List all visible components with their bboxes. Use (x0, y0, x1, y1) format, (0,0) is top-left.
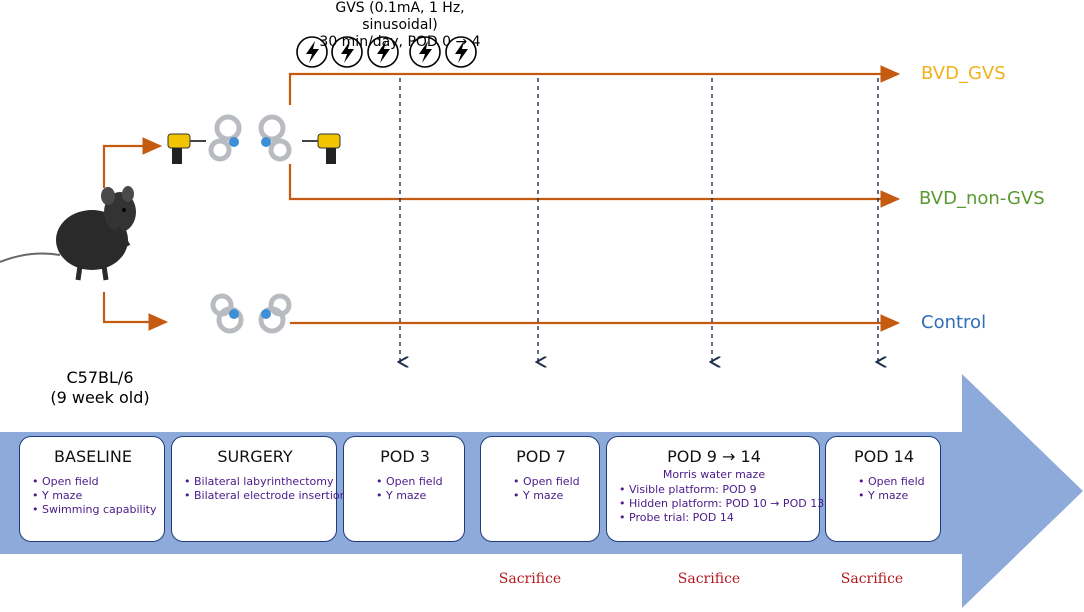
inner-ear-icon (208, 114, 292, 334)
stage-item: Probe trial: POD 14 (619, 511, 811, 525)
sacrifice-label-pod7: Sacrifice (498, 571, 562, 587)
dashed-timepoint-lines (400, 78, 878, 362)
stage-card-pod3: POD 3 Open field Y maze (343, 436, 465, 542)
stage-item: Y maze (513, 489, 591, 503)
gvs-line-1: GVS (0.1mA, 1 Hz, sinusoidal) (335, 0, 465, 33)
stage-item: Y maze (376, 489, 456, 503)
gvs-line-2: 30 min/day, POD 0 → 4 (319, 34, 481, 50)
lightning-bolt-icons (296, 36, 477, 68)
mouse-icon (0, 186, 136, 281)
stage-item: Open field (32, 475, 156, 489)
inner-ear-highlight (229, 137, 271, 319)
stage-title: POD 3 (380, 447, 430, 466)
stage-item: Bilateral electrode insertion (184, 489, 347, 503)
stage-item: Open field (376, 475, 456, 489)
stage-item: Visible platform: POD 9 (619, 483, 811, 497)
stage-card-baseline: BASELINE Open field Y maze Swimming capa… (19, 436, 165, 542)
group-arrows (102, 65, 901, 332)
drill-icon (167, 133, 206, 164)
group-label-control: Control (921, 312, 987, 333)
stage-item: Open field (513, 475, 591, 489)
stage-title: SURGERY (217, 447, 293, 466)
group-label-bvd-gvs: BVD_GVS (921, 63, 1006, 84)
stage-item: Swimming capability (32, 503, 156, 517)
stage-title: POD 14 (853, 447, 914, 466)
stage-title: POD 7 (516, 447, 566, 466)
sacrifice-label-pod9-14: Sacrifice (677, 571, 741, 587)
stage-item: Y maze (32, 489, 156, 503)
stage-item: Hidden platform: POD 10 → POD 13 (619, 497, 824, 511)
stage-card-pod9-14: POD 9 → 14 Morris water maze Visible pla… (606, 436, 824, 542)
subject-info: C57BL/6 (9 week old) (40, 368, 160, 408)
strain-label: C57BL/6 (66, 368, 134, 387)
age-label: (9 week old) (50, 388, 150, 407)
stage-item: Bilateral labyrinthectomy (184, 475, 334, 489)
group-label-bvd-non-gvs: BVD_non-GVS (919, 188, 1045, 209)
stage-subtitle: Morris water maze (662, 468, 766, 481)
stage-card-pod7: POD 7 Open field Y maze (480, 436, 600, 542)
stage-title: BASELINE (54, 447, 132, 466)
drill-icon-right (302, 133, 341, 164)
stage-title: POD 9 → 14 (667, 447, 761, 466)
stage-card-pod14: POD 14 Open field Y maze (825, 436, 941, 542)
stage-item: Open field (858, 475, 932, 489)
sacrifice-label-pod14: Sacrifice (840, 571, 904, 587)
stage-card-surgery: SURGERY Bilateral labyrinthectomy Bilate… (171, 436, 347, 542)
stage-item: Y maze (858, 489, 932, 503)
gvs-protocol-label: GVS (0.1mA, 1 Hz, sinusoidal) 30 min/day… (300, 0, 500, 51)
